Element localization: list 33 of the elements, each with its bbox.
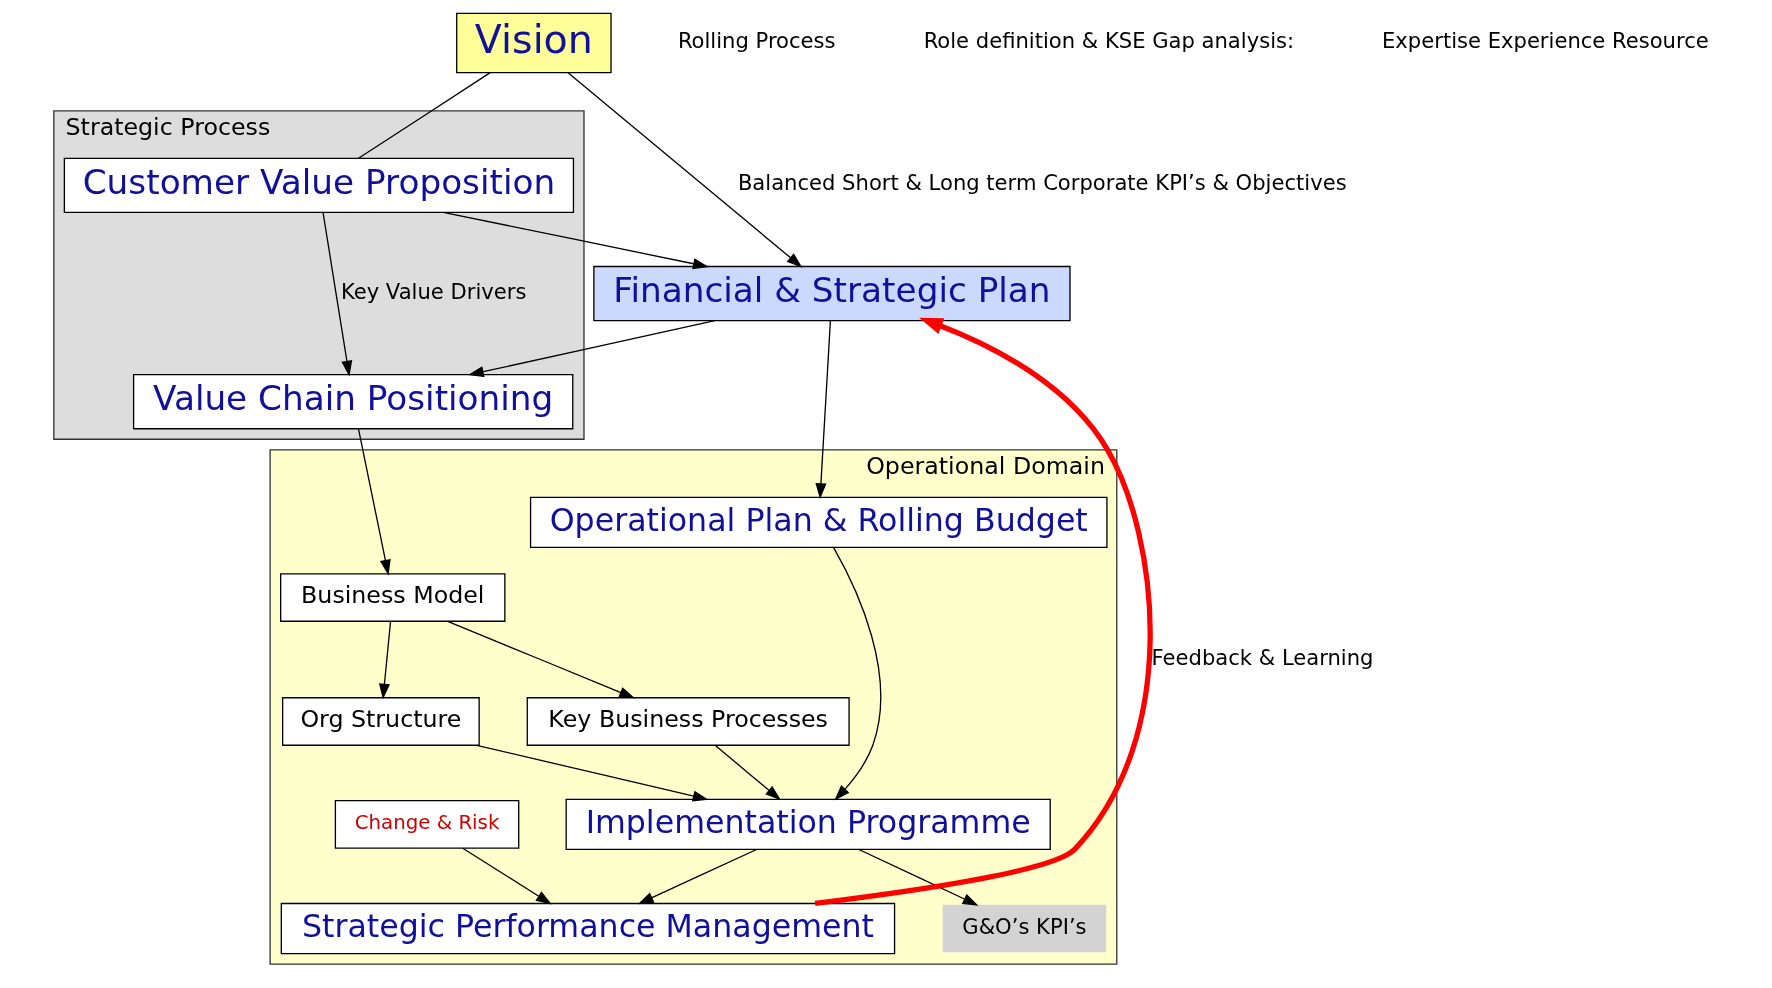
arrow [446,620,635,699]
arrow [322,211,353,377]
label: Role definition & KSE Gap analysis: [923,27,1295,53]
node-box: Change & Risk [334,799,520,849]
arrow [637,848,758,905]
arrow [858,848,979,906]
node-box: Strategic Performance Management [280,902,896,955]
arrow [443,211,709,270]
edge-label: Balanced Short & Long term Corporate KPI’s & Objectives [737,170,1347,196]
label: Expertise Experience Resource [1382,27,1709,53]
node-box: Org Structure [281,697,480,746]
connector [357,72,491,159]
node-box: Implementation Programme [565,798,1051,851]
node-box: Financial & Strategic Plan [593,265,1071,322]
node-box: Business Model [280,573,506,622]
arrow [814,317,1153,907]
arrow [462,847,552,905]
label: Rolling Process [677,27,836,53]
arrow [714,744,781,801]
node-box: Vision [456,12,612,74]
arrow [378,621,392,700]
node-box: Operational Plan & Rolling Budget [529,496,1108,549]
node-box: Customer Value Proposition [63,157,575,214]
arrow [567,72,803,268]
node-box: Value Chain Positioning [132,374,574,430]
arrow [832,546,882,801]
edge-label: Key Value Drivers [340,278,527,304]
node-box: Key Business Processes [526,697,850,746]
arrow [476,744,709,802]
arrow [815,320,832,500]
arrow [468,320,716,378]
edge-label: Feedback & Learning [1151,644,1374,670]
node-box: G&O’s KPI’s [942,904,1107,953]
